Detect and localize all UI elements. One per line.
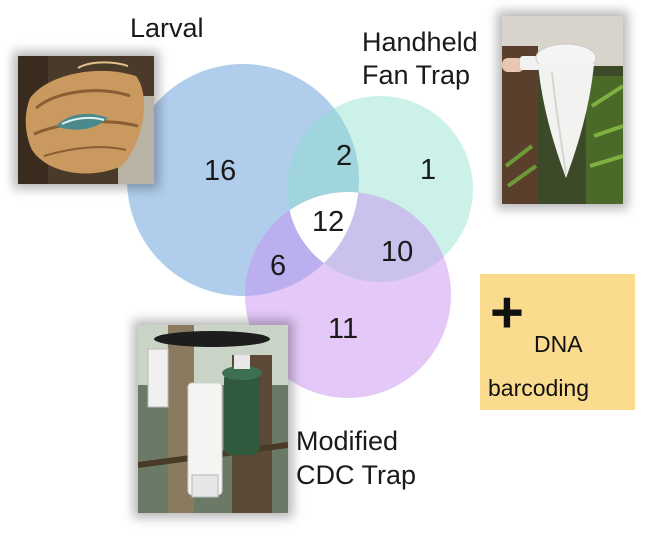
- fan-trap-photo: [502, 16, 623, 204]
- label-fan-trap-2: Fan Trap: [362, 60, 471, 90]
- count-fan-cdc: 10: [381, 236, 413, 268]
- count-larval-only: 16: [204, 155, 236, 187]
- barcoding-label: barcoding: [488, 375, 590, 401]
- count-fan-only: 1: [420, 154, 436, 186]
- cdc-trap-circle: [245, 192, 451, 398]
- dna-label: DNA: [534, 331, 583, 357]
- plus-icon: +: [490, 280, 524, 345]
- cdc-trap-photo: [138, 325, 288, 513]
- larval-habitat-photo: [18, 56, 154, 184]
- label-cdc-trap-2: CDC Trap: [296, 460, 417, 490]
- count-cdc-only: 11: [328, 313, 358, 345]
- count-larval-cdc: 6: [270, 250, 286, 282]
- count-all-three: 12: [312, 206, 344, 238]
- label-larval: Larval: [130, 13, 204, 43]
- label-cdc-trap-1: Modified: [296, 426, 399, 456]
- count-larval-fan: 2: [336, 140, 352, 172]
- dna-barcoding-box: + DNA barcoding: [480, 274, 635, 410]
- label-fan-trap-1: Handheld: [362, 27, 478, 57]
